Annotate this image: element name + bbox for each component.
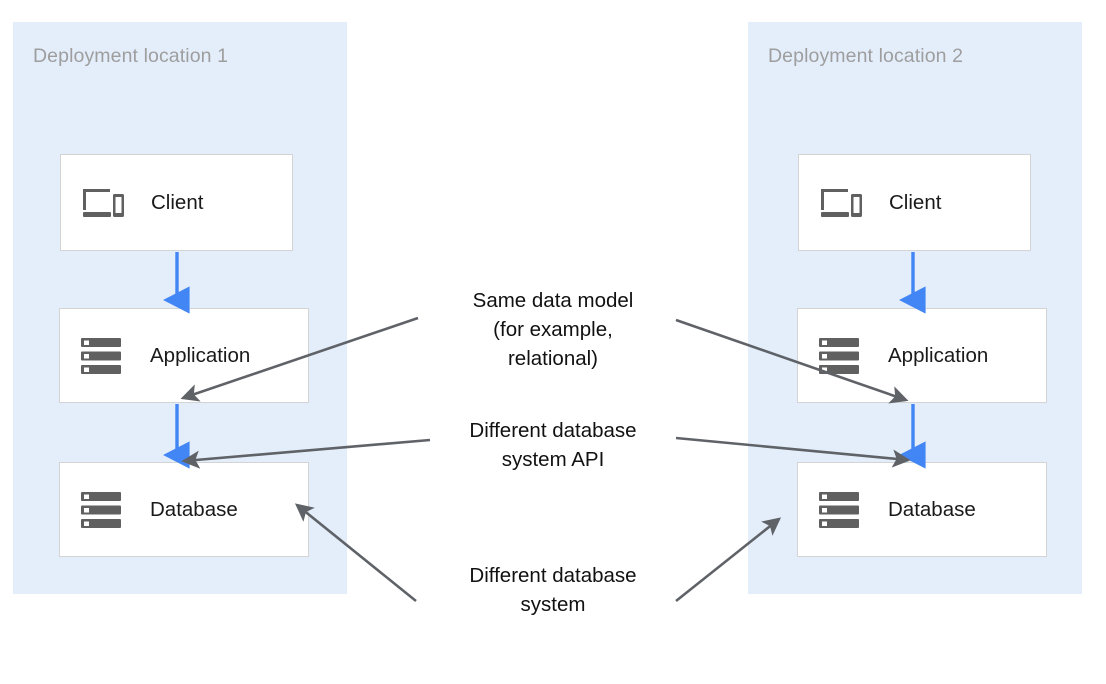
devices-icon [79,183,125,223]
node-database-2-label: Database [888,497,976,521]
callout-different-database-system: Different database system [469,564,637,616]
node-database-2[interactable]: Database [797,462,1047,557]
callout-different-database-system-api: Different database system API [469,419,637,471]
zone-2-title: Deployment location 2 [768,45,964,67]
node-application-2[interactable]: Application [797,308,1047,403]
server-stack-icon [816,336,862,376]
node-client-2[interactable]: Client [798,154,1031,251]
node-client-2-label: Client [889,190,942,214]
devices-icon [817,183,863,223]
zone-1-title: Deployment location 1 [33,45,229,67]
node-database-1-label: Database [150,497,238,521]
node-client-1-label: Client [151,190,204,214]
node-application-1[interactable]: Application [59,308,309,403]
server-stack-icon [78,490,124,530]
node-application-1-label: Application [150,343,251,367]
node-application-2-label: Application [888,343,989,367]
callout-same-data-model: Same data model (for example, relational… [472,289,634,370]
node-database-1[interactable]: Database [59,462,309,557]
server-stack-icon [816,490,862,530]
node-client-1[interactable]: Client [60,154,293,251]
server-stack-icon [78,336,124,376]
